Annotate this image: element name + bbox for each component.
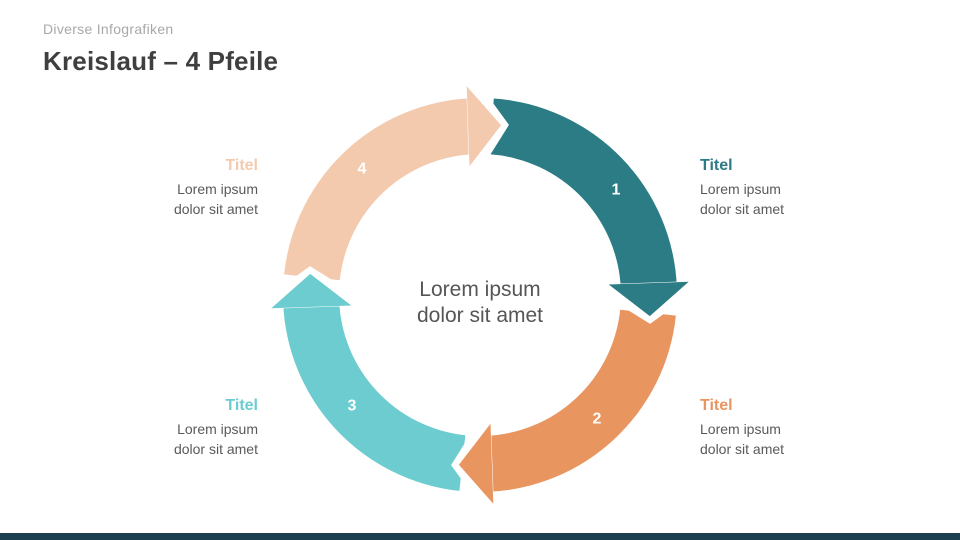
diagram-center-text: Lorem ipsum dolor sit amet xyxy=(416,278,544,327)
footer-accent-bar xyxy=(0,533,960,540)
step-label-2: Titel Lorem ipsum dolor sit amet xyxy=(700,396,810,459)
step-label-3: Titel Lorem ipsum dolor sit amet xyxy=(148,396,258,459)
step-number-4: 4 xyxy=(358,161,367,178)
page-title: Kreislauf – 4 Pfeile xyxy=(43,46,279,76)
step-label-1: Titel Lorem ipsum dolor sit amet xyxy=(700,156,810,219)
arrow-arc-4 xyxy=(284,98,476,281)
arrow-arc-2 xyxy=(484,309,676,492)
step-label-2-description: Lorem ipsum dolor sit amet xyxy=(700,421,785,457)
step-label-1-title: Titel xyxy=(700,157,733,174)
step-label-3-title: Titel xyxy=(225,397,258,414)
step-number-3: 3 xyxy=(348,398,357,415)
step-label-4-title: Titel xyxy=(225,157,258,174)
arrow-arc-3 xyxy=(283,299,466,491)
slide-eyebrow: Diverse Infografiken xyxy=(43,21,174,37)
step-number-2: 2 xyxy=(593,411,602,428)
arrow-head-3 xyxy=(271,273,352,309)
step-label-4: Titel Lorem ipsum dolor sit amet xyxy=(148,156,258,219)
step-label-3-description: Lorem ipsum dolor sit amet xyxy=(173,421,258,457)
step-label-1-description: Lorem ipsum dolor sit amet xyxy=(700,181,785,217)
step-label-2-title: Titel xyxy=(700,397,733,414)
step-number-1: 1 xyxy=(612,182,621,199)
arrow-head-2 xyxy=(458,423,494,504)
arrow-head-1 xyxy=(608,281,689,317)
arrow-head-4 xyxy=(466,86,502,167)
arrow-arc-1 xyxy=(489,98,677,291)
step-label-4-description: Lorem ipsum dolor sit amet xyxy=(173,181,258,217)
